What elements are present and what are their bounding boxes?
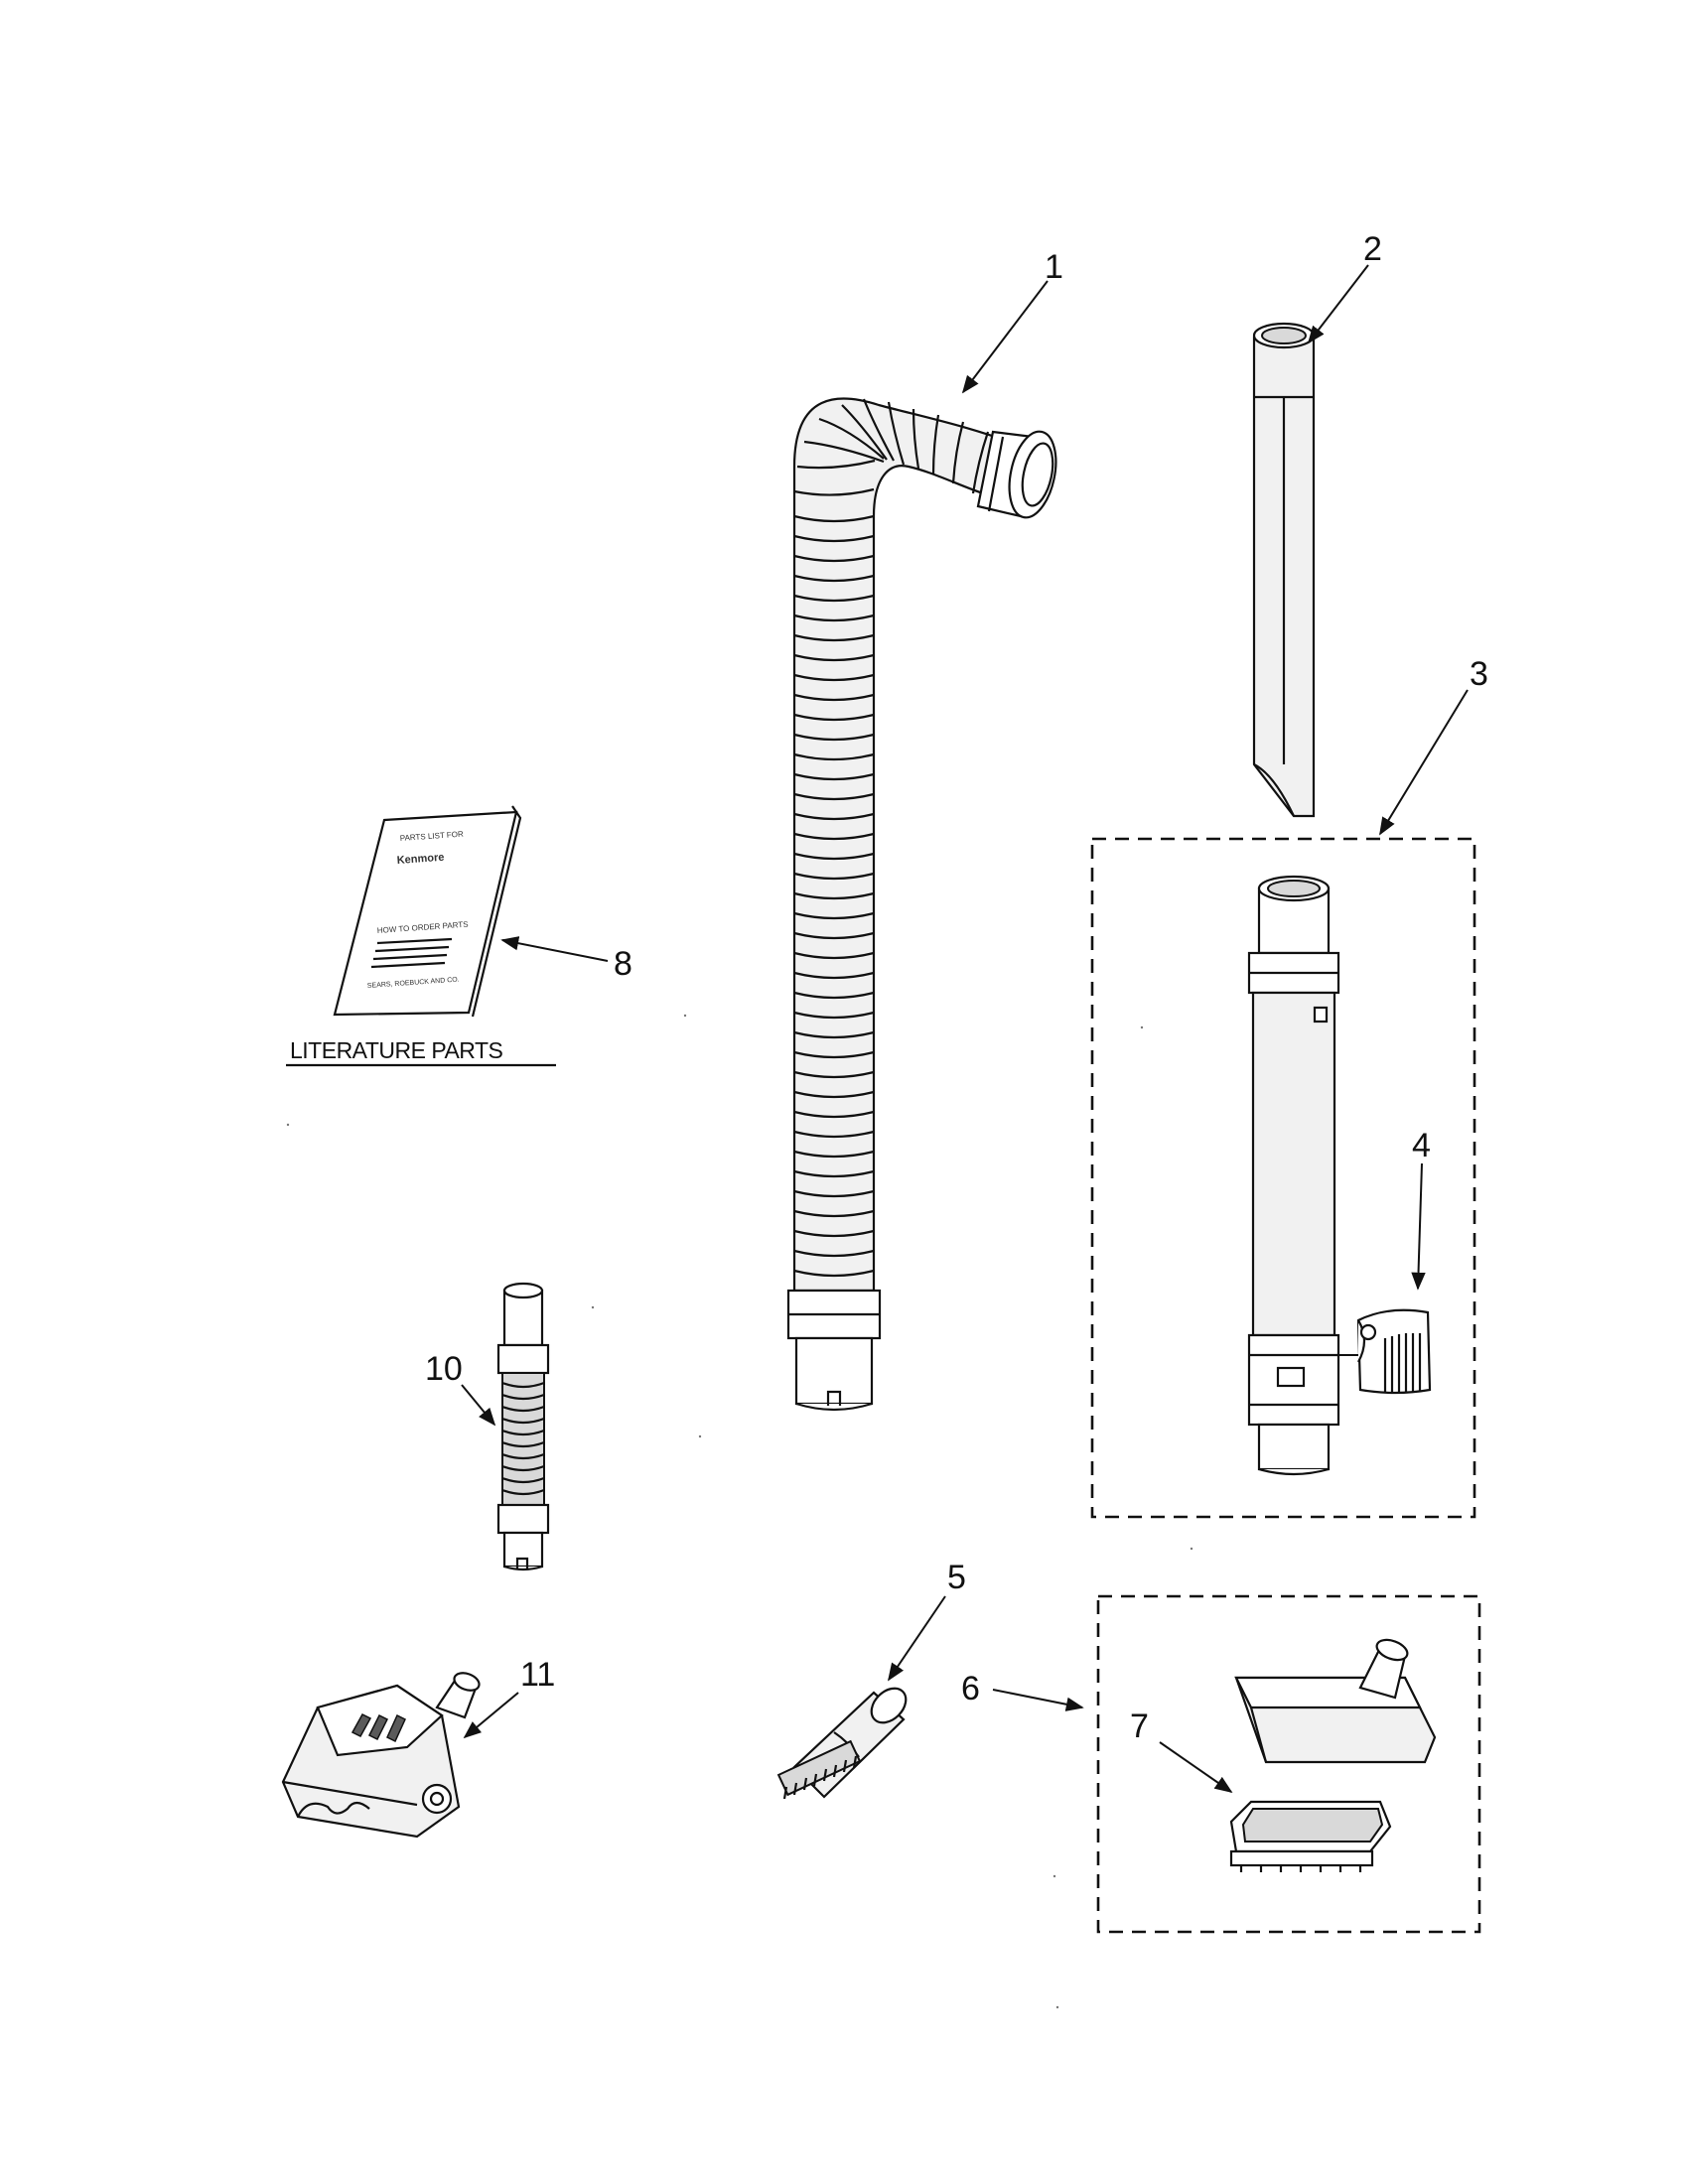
callout-10: 10 [425, 1350, 463, 1388]
hose-part [786, 397, 1057, 1412]
wand-clip-part [1338, 1308, 1432, 1395]
hose-bottom-cuff [786, 1289, 882, 1412]
clip-ridges [1383, 1333, 1422, 1392]
callout-5: 5 [947, 1559, 966, 1596]
callout-3: 3 [1470, 655, 1488, 693]
callout-4: 4 [1412, 1127, 1431, 1164]
brush-bristles [782, 1755, 858, 1800]
leader-arrows [461, 264, 1469, 1794]
literature-parts-label: LITERATURE PARTS [290, 1037, 503, 1063]
parts-booklet: PARTS LIST FOR Kenmore HOW TO ORDER PART… [333, 805, 522, 1018]
callout-2: 2 [1363, 230, 1382, 268]
floor-tool [1234, 1638, 1437, 1764]
booklet-brand: Kenmore [396, 852, 444, 867]
extension-hose-coils [501, 1381, 545, 1496]
scan-specks [286, 1014, 1193, 2009]
turbo-vent-slots [351, 1713, 406, 1743]
dusting-brush-part [776, 1687, 908, 1800]
callout-numbers: 1 2 3 4 5 6 7 8 10 11 [425, 230, 1488, 1745]
turbo-nozzle-part [281, 1672, 481, 1839]
callout-8: 8 [614, 945, 632, 983]
booklet-header: PARTS LIST FOR [400, 830, 465, 843]
crevice-tool-part [1252, 322, 1316, 818]
upholstery-tool [1229, 1800, 1392, 1872]
callout-11: 11 [520, 1656, 555, 1694]
callout-1: 1 [1045, 248, 1063, 286]
hose-corrugations [793, 398, 990, 1278]
extension-hose-part [496, 1282, 550, 1571]
upholstery-bristles [1239, 1865, 1362, 1872]
callout-7: 7 [1130, 1707, 1149, 1745]
wand-part [1090, 837, 1476, 1519]
hose-top-cuff [976, 430, 1057, 519]
callout-6: 6 [961, 1670, 980, 1707]
tools-kit-part [1096, 1594, 1481, 1934]
